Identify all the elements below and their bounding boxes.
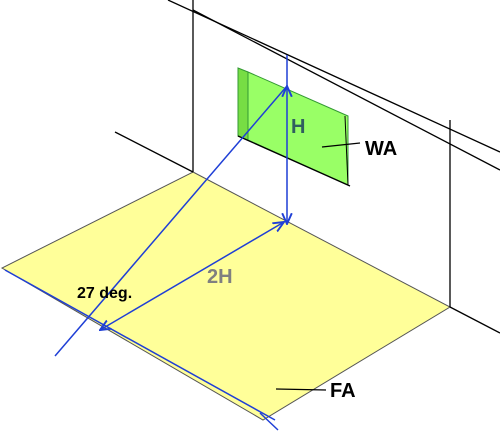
height-label: H	[291, 116, 305, 138]
wall-top-edge-lower	[192, 9, 500, 171]
floor-area-label: FA	[330, 380, 356, 402]
angle-label: 27 deg.	[77, 285, 132, 302]
window-area-leader	[321, 142, 361, 148]
room-wall-lines	[114, 0, 500, 334]
double-height-label: 2H	[207, 266, 233, 288]
floor-wall-edge-left	[114, 131, 194, 173]
floor-wall-edge-right	[449, 306, 500, 334]
window-sill-lip	[344, 115, 349, 186]
floor-area	[0, 171, 452, 421]
double-height-arrow	[100, 222, 284, 330]
floor-reference-line	[4, 269, 276, 421]
window-area-label: WA	[365, 138, 397, 160]
construction-lines	[4, 55, 287, 431]
floor-area-leader	[275, 388, 327, 391]
window-reveal-side	[237, 67, 249, 141]
window-area	[237, 67, 351, 187]
floor-reference-extension	[259, 412, 279, 431]
window-sill	[237, 135, 351, 187]
leader-lines	[275, 142, 361, 391]
